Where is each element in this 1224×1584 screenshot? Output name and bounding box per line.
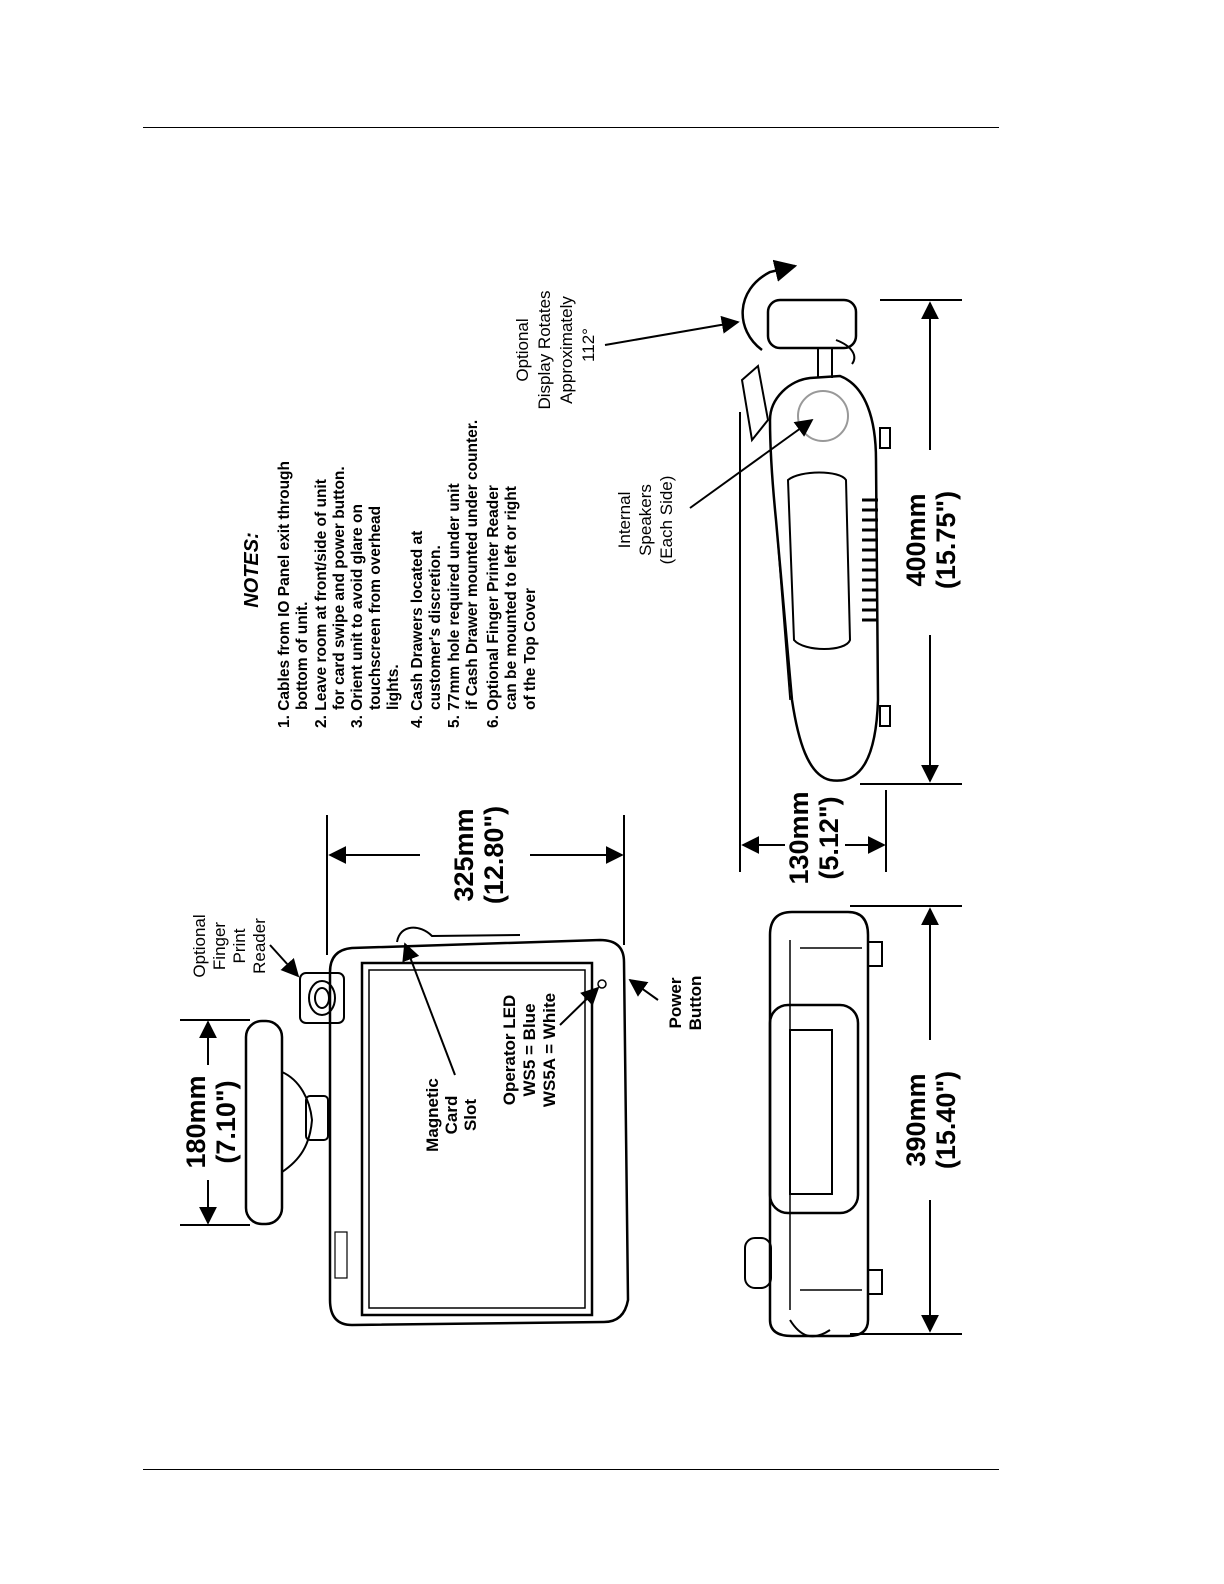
- dim-325mm: 325mm: [449, 808, 479, 901]
- note-line-7: lights.: [385, 664, 402, 710]
- dim-15-40in: (15.40"): [931, 1071, 961, 1169]
- customer-display: [244, 1019, 284, 1226]
- power-button-marker: [597, 979, 607, 989]
- callout-rotate-1: Optional: [513, 318, 532, 381]
- callout-finger-4: Reader: [250, 918, 269, 974]
- note-line-11: if Cash Drawer mounted under counter.: [464, 420, 481, 710]
- callout-card-1: Magnetic: [423, 1078, 442, 1152]
- side-body: [768, 374, 880, 782]
- note-line-3: 2. Leave room at front/side of unit: [313, 479, 330, 728]
- callout-finger-1: Optional: [190, 914, 209, 977]
- side-dim-lines: [739, 299, 962, 872]
- note-line-12: 6. Optional Finger Printer Reader: [485, 485, 502, 728]
- dim-12-80in: (12.80"): [479, 806, 509, 904]
- callout-card-2: Card: [442, 1096, 461, 1135]
- callout-speakers-1: Internal: [615, 492, 634, 549]
- callout-led-2: WS5 = Blue: [520, 1003, 539, 1096]
- bottom-rule: [143, 1469, 999, 1470]
- callout-power-1: Power: [666, 977, 685, 1028]
- callout-led-3: WS5A = White: [540, 993, 559, 1107]
- rear-dim-lines: [850, 905, 962, 1335]
- side-view: [740, 298, 891, 782]
- rotation-arrow: [741, 259, 798, 352]
- note-line-2: bottom of unit.: [294, 602, 311, 710]
- top-rule: [143, 127, 999, 128]
- callout-speakers-2: Speakers: [636, 484, 655, 556]
- handle-recess: [786, 471, 852, 650]
- touchscreen-outer: [360, 961, 594, 1317]
- notes-title: NOTES:: [241, 532, 263, 608]
- dim-130mm: 130mm: [784, 791, 814, 884]
- note-line-4: for card swipe and power button.: [331, 466, 348, 710]
- note-line-10: 5. 77mm hole required under unit: [446, 483, 463, 728]
- note-line-8: 4. Cash Drawers located at: [409, 531, 426, 728]
- front-dim-lines: [180, 815, 625, 1226]
- notes-block: NOTES: 1. Cables from IO Panel exit thro…: [241, 420, 539, 728]
- callout-led-1: Operator LED: [500, 995, 519, 1106]
- callout-rotate-2: Display Rotates: [535, 290, 554, 409]
- dim-400mm: 400mm: [901, 493, 931, 586]
- side-display-head: [766, 298, 858, 350]
- note-line-13: can be mounted to left or right: [503, 486, 520, 710]
- note-line-5: 3. Orient unit to avoid glare on: [349, 504, 366, 728]
- front-leaders: [269, 942, 659, 1076]
- front-view: [244, 926, 630, 1327]
- callout-card-3: Slot: [461, 1099, 480, 1131]
- dim-180mm: 180mm: [181, 1075, 211, 1168]
- front-body: [328, 938, 630, 1327]
- callout-speakers-3: (Each Side): [657, 476, 676, 565]
- rear-view: [744, 910, 883, 1338]
- callout-rotate-4: 112°: [579, 328, 598, 362]
- finger-print-reader: [299, 972, 345, 1024]
- note-line-6: touchscreen from overhead: [367, 506, 384, 710]
- touchscreen-inner: [368, 969, 586, 1309]
- dim-15-75in: (15.75"): [931, 491, 961, 589]
- rear-display: [768, 1003, 860, 1215]
- dim-5-12in: (5.12"): [814, 796, 844, 879]
- dim-390mm: 390mm: [901, 1073, 931, 1166]
- callout-finger-3: Print: [230, 928, 249, 963]
- note-line-14: of the Top Cover: [522, 588, 539, 710]
- dim-7-10in: (7.10"): [211, 1080, 241, 1163]
- callout-rotate-3: Approximately: [557, 296, 576, 404]
- side-vents: [862, 498, 878, 622]
- speaker-circle: [797, 390, 849, 442]
- side-leaders: [604, 315, 814, 509]
- callout-finger-2: Finger: [210, 922, 229, 971]
- note-line-1: 1. Cables from IO Panel exit through: [276, 461, 293, 728]
- callout-power-2: Button: [686, 976, 705, 1031]
- rear-body: [768, 910, 870, 1338]
- note-line-9: customer's discretion.: [427, 545, 444, 710]
